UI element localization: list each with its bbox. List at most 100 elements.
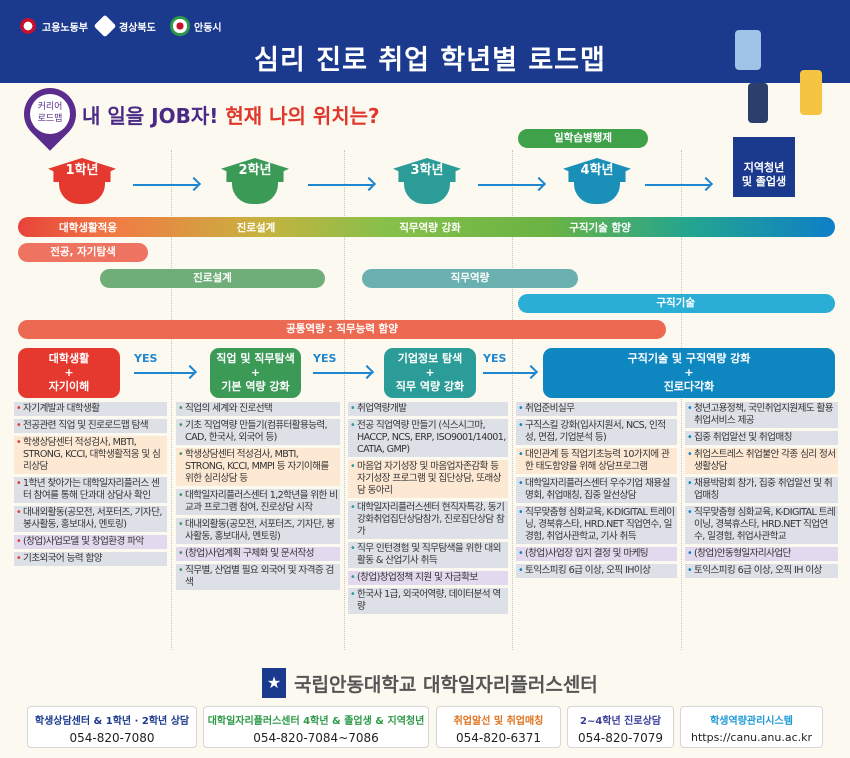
stage-line: 구직기술 및 구직역량 강화 [627, 352, 751, 365]
stage-box-3: 기업정보 탐색+직무 역량 강화 [384, 348, 476, 398]
contact-phone: 054-820-7084~7086 [253, 731, 379, 745]
activity-item: 직무맞춤형 심화교육, K-DIGITAL 트레이닝, 경북휴스타, HRD.N… [685, 506, 838, 544]
activity-item: 토익스피킹 6급 이상, 오픽 IH 이상 [685, 564, 838, 578]
phase-label: 구직기술 함양 [569, 222, 631, 234]
moel-emblem-icon [18, 16, 38, 36]
arrow-right-icon [478, 184, 543, 186]
divider [512, 150, 513, 650]
activity-item: 한국사 1급, 외국어역량, 데이터분석 역량 [348, 588, 508, 614]
grade-cap-2: 2학년 [221, 158, 289, 182]
contact-label: 학생역량관리시스템 [710, 716, 793, 727]
logo-text: 고용노동부 [42, 22, 88, 34]
arrow-right-icon [134, 372, 194, 374]
andong-emblem-icon [170, 16, 190, 36]
activity-item: 집중 취업알선 및 취업매칭 [685, 431, 838, 445]
roadmap-progress-bar: 대학생활적응 진로설계 직무역량 강화 구직기술 함양 [18, 217, 835, 237]
activity-item: 직무 인턴경험 및 직무탐색을 위한 대외활동 & 산업기사 취득 [348, 542, 508, 568]
grad-cap-icon [404, 182, 450, 204]
activity-item: 채용박람회 참가, 집중 취업알선 및 취업매칭 [685, 477, 838, 503]
system-link[interactable]: https://canu.anu.ac.kr [690, 731, 813, 744]
subtitle: 내 일을 JOB자! 현재 나의 위치는? [82, 100, 380, 129]
contact-box: 대학일자리플러스센터 4학년 & 졸업생 & 지역청년 054-820-7084~… [203, 706, 429, 748]
stage-line: 직무 역량 강화 [395, 380, 465, 393]
activity-item: 구직스킬 강화(입사지원서, NCS, 인적성, 면접, 기업분석 등) [516, 419, 677, 445]
stage-line: 진로다각화 [663, 380, 715, 393]
contact-phone: 054-820-7079 [577, 731, 663, 745]
university-emblem-icon: ★ [262, 668, 286, 698]
plus-sign: + [684, 366, 694, 379]
activity-column-grade1: 자기계발과 대학생활전공관련 직업 및 진로로드맵 탐색학생상담센터 적성검사,… [14, 402, 167, 566]
bar-job-skills: 구직기술 [518, 294, 835, 313]
activity-item: (창업)사업모델 및 창업환경 파악 [14, 535, 167, 549]
stage-line: 대학생활 [48, 352, 90, 365]
grade-cap-3: 3학년 [393, 158, 461, 182]
grade-cap-1: 1학년 [48, 158, 116, 182]
activity-item: 대학일자리플러스센터 우수기업 채용설명회, 취업매칭, 집중 알선상담 [516, 477, 677, 503]
subtitle-question: 현재 나의 위치는? [225, 104, 380, 128]
yes-label: YES [313, 352, 337, 365]
divider [344, 150, 345, 650]
stage-box-4: 구직기술 및 구직역량 강화+진로다각화 [543, 348, 835, 398]
activity-item: 학생상담센터 적성검사, MBTI, STRONG, KCCI, MMPI 등 … [176, 448, 340, 486]
activity-column-grade2: 직업의 세계와 진로선택기초 직업역량 만들기(컴퓨터활용능력, CAD, 한국… [176, 402, 340, 590]
activity-item: 대학일자리플러스센터 1,2학년을 위한 비교과 프로그램 참여, 진로상담 시… [176, 489, 340, 515]
grad-cap-icon [232, 182, 278, 204]
activity-item: 대학일자리플러스센터 현직자특강, 동기강화취업집단상담참가, 진로집단상담 참… [348, 501, 508, 539]
yes-label: YES [483, 352, 507, 365]
logo-andong: 안동시 [170, 14, 222, 38]
grad-cap-icon [574, 182, 620, 204]
activity-item: 대내외활동(공모전, 서포터즈, 기자단, 봉사활동, 홍보대사, 멘토링) [14, 506, 167, 532]
activity-column-graduate: 청년고용정책, 국민취업지원제도 활용 취업서비스 제공집중 취업알선 및 취업… [685, 402, 838, 578]
activity-column-grade4: 취업준비실무구직스킬 강화(입사지원서, NCS, 인적성, 면접, 기업분석 … [516, 402, 677, 578]
grade-cap-4: 4학년 [563, 158, 631, 182]
arrow-right-icon [483, 372, 535, 374]
divider [681, 150, 682, 650]
page-title: 심리 진로 취업 학년별 로드맵 [254, 45, 606, 76]
activity-item: (창업)사업장 입지 결정 및 마케팅 [516, 547, 677, 561]
contact-box: 2~4학년 진로상담 054-820-7079 [567, 706, 674, 748]
activity-item: 자기계발과 대학생활 [14, 402, 167, 416]
activity-item: 기초 직업역량 만들기(컴퓨터활용능력, CAD, 한국사, 외국어 등) [176, 419, 340, 445]
bar-career-design: 진로설계 [100, 269, 325, 288]
person-illustration-icon [800, 70, 822, 115]
activity-item: 토익스피킹 6급 이상, 오픽 IH이상 [516, 564, 677, 578]
divider [171, 150, 172, 650]
activity-item: 청년고용정책, 국민취업지원제도 활용 취업서비스 제공 [685, 402, 838, 428]
contact-label: 대학일자리플러스센터 4학년 & 졸업생 & 지역청년 [207, 716, 425, 727]
stage-line: 자기이해 [48, 380, 90, 393]
gyeongbuk-emblem-icon [93, 14, 117, 38]
phase-label: 대학생활적응 [59, 222, 117, 234]
arrow-right-icon [313, 372, 371, 374]
contact-box[interactable]: 학생역량관리시스템 https://canu.anu.ac.kr [680, 706, 823, 748]
stage-line: 직업 및 직무탐색 [216, 352, 295, 365]
logo-moel: 고용노동부 [18, 14, 88, 38]
activity-item: (창업)안동형일자리사업단 [685, 547, 838, 561]
contact-phone: 054-820-6371 [455, 731, 541, 745]
person-illustration-icon [735, 30, 761, 70]
contact-label: 취업알선 및 취업매칭 [453, 716, 544, 727]
logo-text: 안동시 [194, 22, 222, 34]
stage-box-2: 직업 및 직무탐색+기본 역량 강화 [210, 348, 301, 398]
activity-column-grade3: 취업역량개발전공 직업역량 만들기 (식스시그마, HACCP, NCS, ER… [348, 402, 508, 614]
graduate-line: 및 졸업생 [741, 175, 787, 188]
org-name: 국립안동대학교 대학일자리플러스센터 [294, 673, 598, 696]
activity-item: (창업)창업정책 지원 및 자금확보 [348, 571, 508, 585]
stage-line: 기업정보 탐색 [397, 352, 463, 365]
activity-item: 기초외국어 능력 함양 [14, 552, 167, 566]
bar-major-exploration: 전공, 자기탐색 [18, 243, 148, 262]
stage-line: 기본 역량 강화 [221, 380, 290, 393]
person-illustration-icon [748, 83, 768, 123]
activity-item: 학생상담센터 적성검사, MBTI, STRONG, KCCI, 대학생활적응 … [14, 436, 167, 474]
activity-item: 전공관련 직업 및 진로로드맵 탐색 [14, 419, 167, 433]
activity-item: 1학년 찾아가는 대학일자리플러스 센터 참여를 통해 단과대 상담사 확인 [14, 477, 167, 503]
activity-item: 대인관계 등 직업기초능력 10가지에 관한 태도함양을 위해 상담프로그램 [516, 448, 677, 474]
phase-label: 직무역량 강화 [399, 222, 461, 234]
activity-item: 직무맞춤형 심화교육, K-DIGITAL 트레이닝, 경북휴스타, HRD.N… [516, 506, 677, 544]
contact-label: 2~4학년 진로상담 [580, 716, 661, 727]
logo-text: 경상북도 [119, 22, 156, 34]
phase-label: 진로설계 [236, 222, 276, 234]
activity-item: 취업역량개발 [348, 402, 508, 416]
